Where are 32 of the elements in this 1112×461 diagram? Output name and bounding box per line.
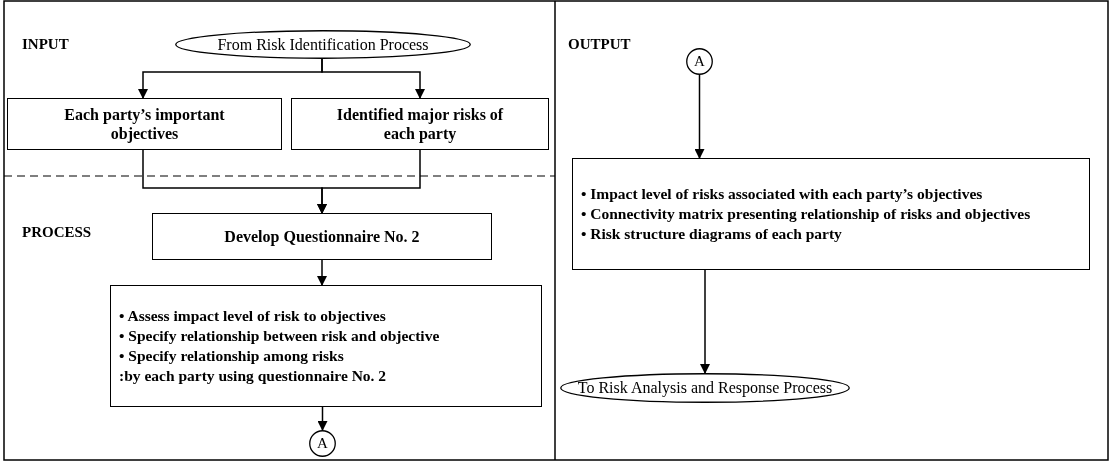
process-box: [152, 213, 492, 260]
terminal-ellipse: [560, 373, 850, 403]
process-box: [291, 98, 549, 150]
arrow: [317, 149, 421, 214]
section-label: INPUT: [22, 36, 69, 53]
bullet-text: • Specify relationship between risk and objective: [119, 326, 440, 346]
connector-letter: A: [317, 435, 328, 452]
arrow: [321, 58, 425, 99]
box-text: To Risk Analysis and Response Process: [577, 379, 833, 397]
arrow: [317, 259, 327, 286]
section-label: PROCESS: [22, 224, 92, 241]
process-box: [110, 285, 542, 407]
arrow: [700, 269, 710, 374]
box-text: From Risk Identification Process: [217, 35, 429, 54]
terminal-ellipse: [175, 30, 471, 59]
box-text: Develop Questionnaire No. 2: [224, 227, 420, 246]
bullet-text: :by each party using questionnaire No. 2: [119, 366, 387, 386]
section-label: OUTPUT: [568, 36, 631, 53]
bullet-text: • Assess impact level of risk to objectives: [119, 306, 386, 326]
connector-circle: [309, 430, 336, 457]
arrow: [317, 406, 328, 431]
bullet-text: • Risk structure diagrams of each party: [581, 224, 842, 244]
box-text: Each party’s important objectives: [63, 105, 226, 143]
box-text: Identified major risks of each party: [335, 105, 505, 143]
process-box: [7, 98, 282, 150]
arrow: [694, 74, 705, 159]
connector-circle: [686, 48, 713, 75]
bullet-text: • Impact level of risks associated with each party’s objectives: [581, 184, 983, 204]
bullet-text: • Connectivity matrix presenting relationship of risks and objectives: [581, 204, 1031, 224]
bullet-text: • Specify relationship among risks: [119, 346, 344, 366]
connector-letter: A: [694, 53, 705, 70]
process-box: [572, 158, 1090, 270]
